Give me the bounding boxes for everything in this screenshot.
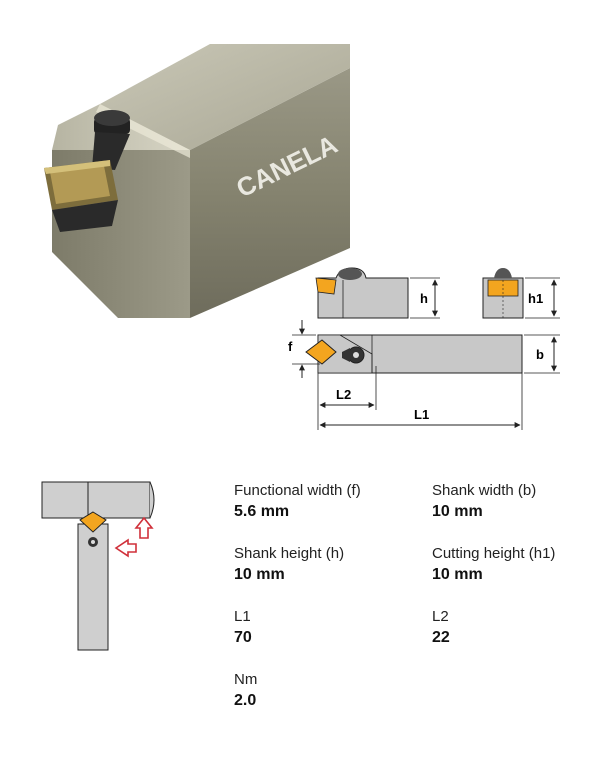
dimension-drawing: h h1 f b L2 L1 — [288, 267, 560, 430]
shank-top-face — [100, 44, 350, 150]
dim-label-l1: L1 — [414, 407, 429, 422]
insert-top — [305, 339, 337, 365]
spec-value-cutting-height: 10 mm — [432, 566, 483, 583]
product-photo: CANELA — [44, 44, 350, 318]
spec-value-torque: 2.0 — [234, 692, 257, 709]
dim-label-h1: h1 — [528, 291, 543, 306]
spec-value-shank-height: 10 mm — [234, 566, 285, 583]
insert-side — [315, 277, 337, 295]
dim-label-b: b — [536, 347, 544, 362]
spec-label-functional-width: Functional width (f) — [234, 482, 361, 499]
dim-label-h: h — [420, 291, 428, 306]
arrow-up-icon — [134, 516, 154, 539]
spec-label-shank-height: Shank height (h) — [234, 545, 345, 562]
dim-label-l2: L2 — [336, 387, 351, 402]
top-view: f b L2 L1 — [288, 320, 560, 430]
clamp-lever — [92, 132, 130, 170]
spec-label-torque: Nm — [234, 671, 258, 688]
application-sketch — [41, 481, 155, 651]
spec-value-l1: 70 — [234, 629, 252, 646]
dim-label-f: f — [288, 339, 293, 354]
spec-value-l2: 22 — [432, 629, 450, 646]
spec-label-l2: L2 — [432, 608, 449, 625]
spec-value-shank-width: 10 mm — [432, 503, 483, 520]
arrow-left-icon — [114, 538, 137, 558]
spec-label-l1: L1 — [234, 608, 251, 625]
spec-label-shank-width: Shank width (b) — [432, 482, 537, 499]
end-view: h1 — [482, 268, 560, 319]
insert-sketch — [79, 511, 107, 533]
spec-value-functional-width: 5.6 mm — [234, 503, 290, 520]
side-view: h — [315, 267, 440, 319]
shank-side-face — [190, 68, 350, 318]
feed-arrows — [114, 516, 154, 558]
workpiece — [41, 481, 151, 519]
spec-label-cutting-height: Cutting height (h1) — [432, 545, 556, 562]
